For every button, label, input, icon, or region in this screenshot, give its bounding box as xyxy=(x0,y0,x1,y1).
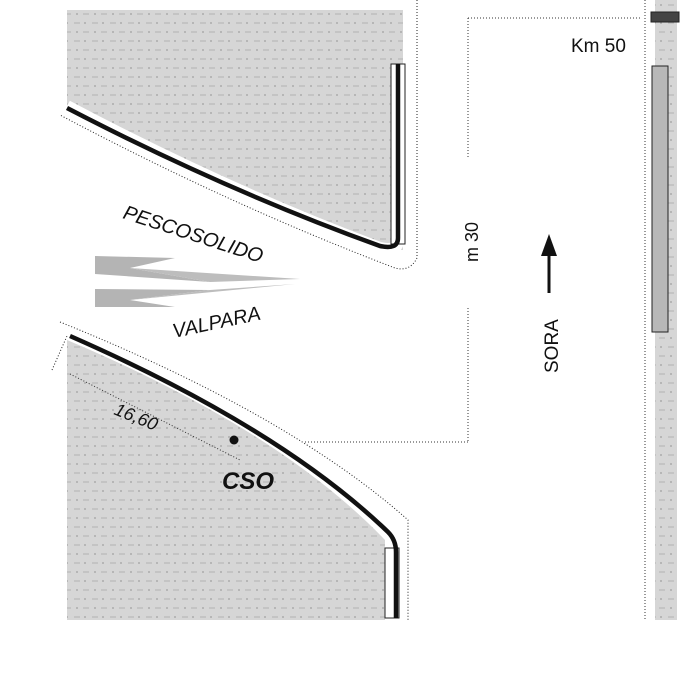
upper-ground-block xyxy=(67,10,403,250)
km-label: Km 50 xyxy=(571,36,626,57)
lower-ground-block xyxy=(67,340,385,620)
pescosolido-wedge-tip xyxy=(130,268,300,282)
upper-rail xyxy=(65,64,401,250)
cso-marker xyxy=(229,435,239,445)
km-marker xyxy=(650,11,680,23)
gap-bracket xyxy=(305,17,640,443)
direction-label: SORA xyxy=(542,319,563,373)
lower-dotted-left-edge xyxy=(51,335,68,371)
station-label: CSO xyxy=(222,468,274,495)
gap-label: m 30 xyxy=(462,222,482,262)
valpara-wedge-tip xyxy=(130,284,295,300)
valpara-label: VALPARA xyxy=(170,303,262,343)
upper-dotted-outline xyxy=(59,0,418,270)
valpara-wedge xyxy=(95,289,210,307)
direction-arrow-icon xyxy=(541,234,557,256)
pescosolido-wedge xyxy=(95,256,210,282)
lower-rail xyxy=(69,333,399,618)
km-section-bar xyxy=(651,65,669,333)
